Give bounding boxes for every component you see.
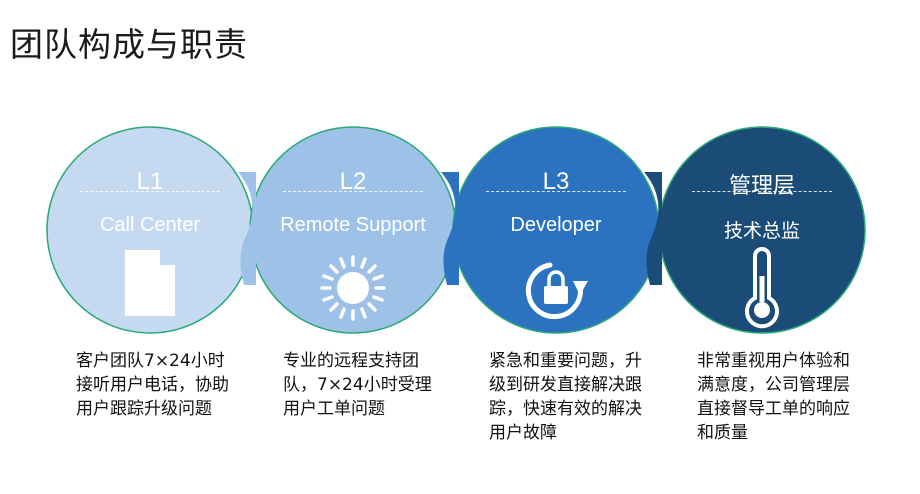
description-management: 非常重视用户体验和满意度，公司管理层直接督导工单的响应和质量 xyxy=(697,351,850,443)
divider-management xyxy=(692,191,832,192)
level-label-l3: L3 xyxy=(542,168,570,195)
divider-l1 xyxy=(80,191,220,192)
notch-l2-l3 xyxy=(441,172,459,285)
description-l3: 紧急和重要问题，升级到研发直接解决跟踪，快速有效的解决用户故障 xyxy=(489,351,642,443)
level-label-l1: L1 xyxy=(136,168,164,195)
divider-l3 xyxy=(486,191,626,192)
thermometer-icon xyxy=(745,247,779,329)
notch-l1-l2 xyxy=(238,172,256,285)
sun-icon xyxy=(320,255,386,321)
role-label-l1: Call Center xyxy=(99,214,201,236)
page-title: 团队构成与职责 xyxy=(10,25,248,64)
description-l1: 客户团队7×24小时接听用户电话，协助用户跟踪升级问题 xyxy=(76,351,229,419)
level-label-l2: L2 xyxy=(339,168,367,195)
role-label-l3: Developer xyxy=(510,214,602,236)
level-label-management: 管理层 xyxy=(728,174,795,199)
role-label-l2: Remote Support xyxy=(280,214,426,236)
divider-l2 xyxy=(283,191,423,192)
document-icon xyxy=(125,250,175,316)
description-l2: 专业的远程支持团队，7×24小时受理用户工单问题 xyxy=(283,351,432,419)
notch-l3-mgmt xyxy=(644,172,662,285)
role-label-management: 技术总监 xyxy=(723,221,800,242)
lock-refresh-icon xyxy=(525,262,588,320)
